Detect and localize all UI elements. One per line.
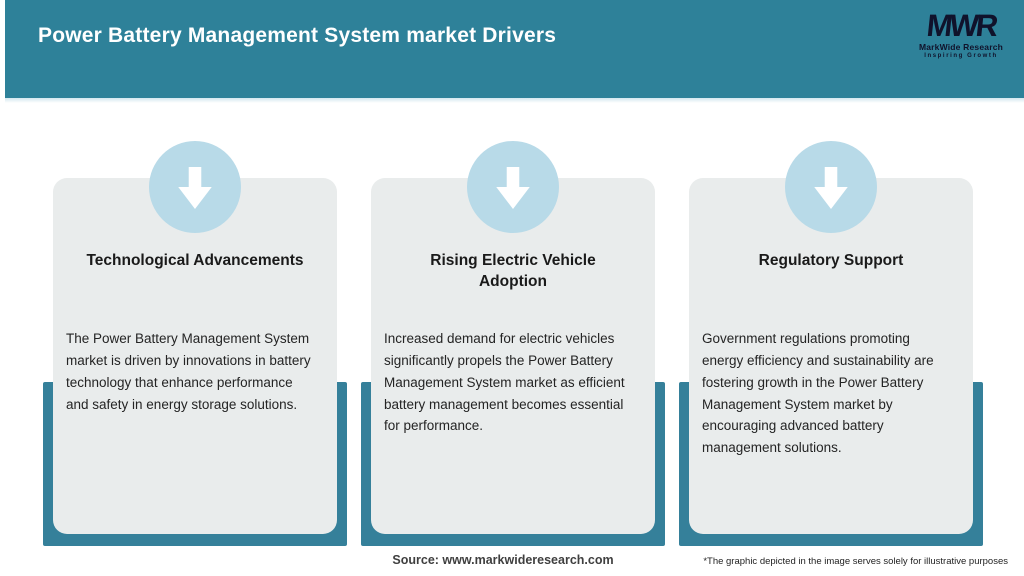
logo-tagline: Inspiring Growth bbox=[924, 53, 998, 59]
card-description: Government regulations promoting energy … bbox=[702, 331, 934, 456]
down-arrow-icon bbox=[174, 164, 216, 210]
card-icon-badge bbox=[785, 141, 877, 233]
header-shadow-edge bbox=[5, 98, 1024, 103]
driver-card-technological-advancements: Technological Advancements The Power Bat… bbox=[53, 178, 337, 534]
disclaimer-text: *The graphic depicted in the image serve… bbox=[703, 556, 1008, 567]
markwide-research-logo: MWR MarkWide Research Inspiring Growth bbox=[918, 8, 1004, 59]
card-icon-badge bbox=[149, 141, 241, 233]
card-title: Rising Electric Vehicle Adoption bbox=[430, 252, 596, 291]
card-icon-badge bbox=[467, 141, 559, 233]
down-arrow-icon bbox=[810, 164, 852, 210]
page-title: Power Battery Management System market D… bbox=[38, 24, 557, 47]
source-text: Source: www.markwideresearch.com bbox=[392, 553, 614, 567]
down-arrow-icon bbox=[492, 164, 534, 210]
card-title: Technological Advancements bbox=[86, 252, 304, 269]
driver-card-regulatory-support: Regulatory Support Government regulation… bbox=[689, 178, 973, 534]
card-title: Regulatory Support bbox=[758, 252, 904, 269]
logo-name: MarkWide Research bbox=[918, 42, 1004, 52]
card-description: Increased demand for electric vehicles s… bbox=[384, 331, 625, 434]
header-banner: Power Battery Management System market D… bbox=[5, 0, 1024, 98]
logo-acronym: MWR bbox=[924, 8, 998, 43]
driver-card-rising-ev-adoption: Rising Electric Vehicle Adoption Increas… bbox=[371, 178, 655, 534]
card-description: The Power Battery Management System mark… bbox=[66, 331, 311, 412]
